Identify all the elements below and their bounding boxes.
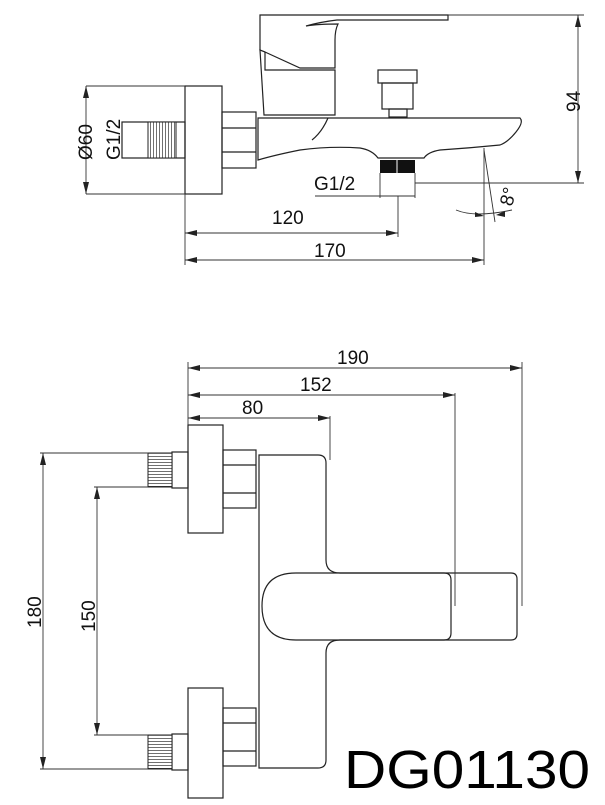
dim-lever-width-label: 152 — [300, 375, 332, 396]
lever-handle-front — [261, 572, 452, 641]
wall-flange-side — [184, 85, 223, 195]
spout-body-side — [257, 117, 522, 161]
dim-inlet-spacing — [94, 486, 148, 736]
dim-outlet-distance — [184, 194, 399, 265]
dim-diameter — [83, 85, 185, 195]
front-view: 190 152 80 180 150 — [25, 348, 523, 799]
dim-height-label: 94 — [564, 90, 585, 112]
lever-handle-side — [259, 14, 449, 116]
wall-flange-bottom — [187, 687, 224, 799]
dim-body-width-label: 80 — [242, 398, 263, 419]
hex-nut-top — [222, 449, 257, 509]
wall-flange-top — [187, 424, 224, 534]
dim-body-width — [188, 415, 331, 460]
mixer-body-front — [258, 454, 518, 769]
dim-diameter-label: Ø60 — [76, 124, 97, 160]
dim-angle-label: 8° — [497, 185, 522, 208]
hex-nut-side — [221, 111, 257, 169]
dim-height — [415, 14, 584, 184]
inlet-pipe-bottom — [171, 733, 189, 771]
dim-outlet-thread-label: G1/2 — [314, 174, 355, 195]
dim-lever-width — [188, 392, 456, 606]
dim-height-total-label: 180 — [25, 596, 46, 628]
dim-inlet-spacing-label: 150 — [79, 600, 100, 632]
dim-height-total — [40, 452, 148, 770]
inlet-thread-side — [147, 121, 177, 159]
inlet-thread-bottom — [147, 734, 173, 770]
model-number: DG01130 — [344, 740, 590, 800]
inlet-pipe-top — [171, 451, 189, 489]
dim-total-depth-label: 170 — [314, 241, 346, 262]
dim-total-width — [187, 362, 523, 606]
diverter-button — [377, 69, 418, 118]
dim-angle — [455, 149, 513, 223]
dim-total-depth — [185, 148, 485, 265]
dim-outlet-distance-label: 120 — [272, 208, 304, 229]
dim-inlet-thread-label: G1/2 — [104, 119, 125, 160]
dim-total-width-label: 190 — [337, 348, 369, 369]
inlet-thread-top — [147, 452, 173, 488]
hex-nut-bottom — [222, 707, 257, 767]
side-view: Ø60 G1/2 94 G1/2 120 170 — [76, 14, 585, 265]
